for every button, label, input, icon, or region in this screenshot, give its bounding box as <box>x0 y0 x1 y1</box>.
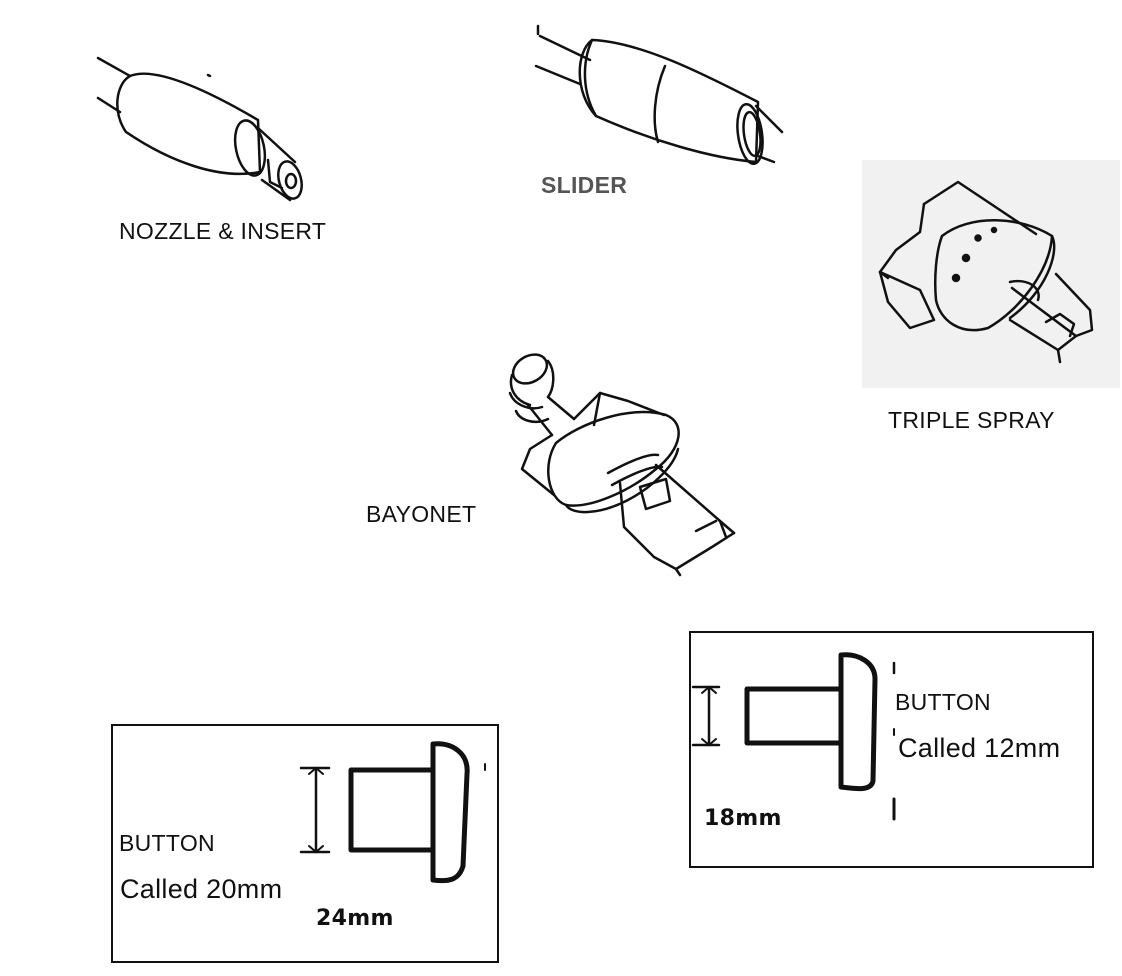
nozzle-insert-label: NOZZLE & INSERT <box>119 218 327 244</box>
triple-spray-drawing <box>860 160 1122 390</box>
button-large-drawing <box>111 724 499 963</box>
button-small-title: BUTTON <box>895 689 991 715</box>
triple-spray-label: TRIPLE SPRAY <box>888 407 1055 433</box>
button-large-called: Called 20mm <box>120 874 283 904</box>
button-small-called: Called 12mm <box>898 733 1061 763</box>
button-large-title: BUTTON <box>119 830 215 856</box>
nozzle-insert-drawing <box>90 40 320 210</box>
button-small-box <box>689 631 1094 868</box>
button-small-measure: 18mm <box>704 806 782 831</box>
button-large-measure: 24mm <box>316 906 394 931</box>
button-large-box <box>111 724 499 963</box>
button-profile-drawing <box>689 631 1094 868</box>
slider-label: SLIDER <box>541 172 628 198</box>
slider-drawing <box>530 22 790 172</box>
bayonet-label: BAYONET <box>366 501 477 527</box>
bayonet-drawing <box>490 345 740 580</box>
